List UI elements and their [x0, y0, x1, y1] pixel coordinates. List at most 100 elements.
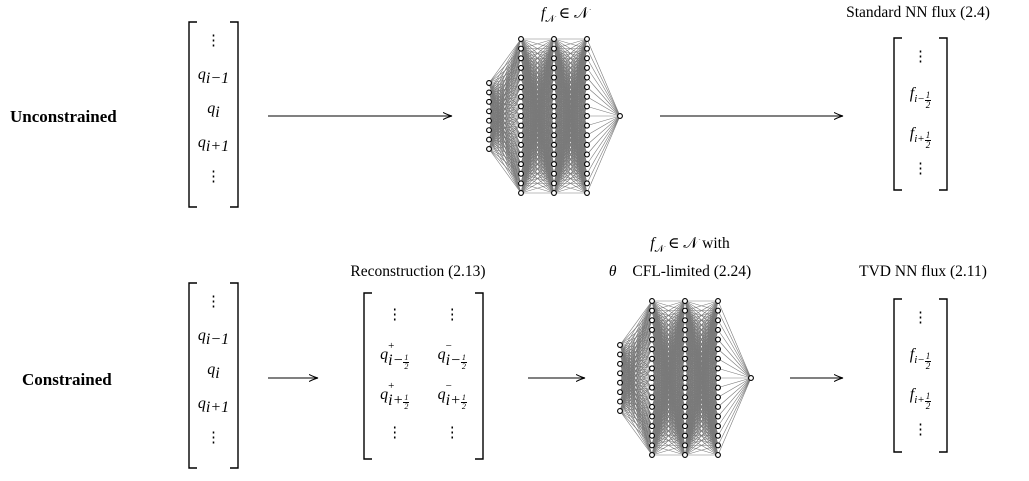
- hidden-node: [518, 161, 524, 168]
- hidden-node: [682, 375, 688, 381]
- hidden-node: [715, 365, 721, 372]
- entry-q-i-plus-1: qi+1: [197, 134, 230, 155]
- entry-q-i-minus-1: qi−1: [197, 327, 230, 348]
- vdots: ⋮: [387, 307, 403, 323]
- neural-network-constrained: [617, 298, 754, 458]
- hidden-node: [518, 64, 524, 71]
- hidden-node: [649, 442, 655, 449]
- input-node: [617, 360, 623, 367]
- hidden-node: [584, 161, 590, 168]
- entry-q-i: qi: [207, 100, 220, 121]
- hidden-node: [649, 317, 655, 324]
- hidden-node: [649, 413, 655, 420]
- hidden-node: [518, 74, 524, 81]
- input-node: [617, 398, 623, 405]
- hidden-node: [518, 84, 524, 91]
- hidden-node: [715, 442, 721, 449]
- vdots: ⋮: [206, 430, 221, 446]
- hidden-node: [715, 326, 721, 333]
- vdots: ⋮: [913, 49, 928, 65]
- hidden-node: [518, 113, 524, 119]
- output-caption-constrained: TVD NN flux (2.11): [859, 263, 987, 280]
- vdots: ⋮: [206, 33, 221, 49]
- network-edges: [619, 300, 752, 456]
- hidden-node: [518, 141, 524, 148]
- hidden-node: [551, 93, 557, 100]
- input-vector-unconstrained-brackets: [188, 21, 239, 208]
- input-node: [486, 108, 492, 115]
- hidden-node: [715, 452, 721, 458]
- hidden-node: [518, 93, 524, 100]
- hidden-node: [715, 423, 721, 430]
- hidden-node: [649, 365, 655, 372]
- hidden-node: [518, 190, 524, 196]
- hidden-node: [584, 170, 590, 177]
- hidden-node: [518, 180, 524, 187]
- hidden-node: [551, 141, 557, 148]
- neural-network-unconstrained: [486, 36, 623, 196]
- input-node: [617, 389, 623, 396]
- vdots: ⋮: [913, 310, 928, 326]
- hidden-node: [518, 122, 524, 129]
- hidden-node: [682, 307, 688, 314]
- matrix-row-vdots: ⋮⋮: [366, 295, 481, 335]
- hidden-node: [518, 45, 524, 52]
- hidden-node: [518, 151, 524, 158]
- hidden-node: [551, 64, 557, 71]
- vdots: ⋮: [206, 169, 221, 185]
- vdots: ⋮: [444, 425, 460, 441]
- hidden-node: [715, 375, 721, 381]
- input-node: [486, 117, 492, 124]
- hidden-node: [682, 432, 688, 439]
- input-node: [617, 342, 623, 348]
- hidden-node: [715, 346, 721, 353]
- arrows: [268, 116, 843, 378]
- hidden-node: [584, 141, 590, 148]
- vdots: ⋮: [913, 161, 928, 177]
- network-caption-constrained-line1: f𝒩 ∈ 𝒩 with: [650, 235, 730, 256]
- hidden-node: [715, 432, 721, 439]
- reconstruction-caption: Reconstruction (2.13): [350, 263, 486, 280]
- row-label-unconstrained: Unconstrained: [10, 107, 117, 126]
- input-node: [486, 89, 492, 96]
- hidden-node: [584, 55, 590, 62]
- hidden-node: [649, 403, 655, 410]
- hidden-node: [584, 103, 590, 110]
- hidden-node: [682, 394, 688, 401]
- hidden-node: [584, 74, 590, 81]
- hidden-node: [551, 103, 557, 110]
- input-node: [486, 146, 492, 152]
- vdots: ⋮: [206, 294, 221, 310]
- hidden-node: [551, 45, 557, 52]
- hidden-node: [715, 336, 721, 343]
- input-node: [486, 98, 492, 105]
- hidden-node: [649, 307, 655, 314]
- entry-q-i: qi: [207, 361, 220, 382]
- hidden-node: [682, 442, 688, 449]
- input-node: [617, 370, 623, 377]
- hidden-node: [682, 326, 688, 333]
- hidden-node: [649, 355, 655, 362]
- hidden-node: [584, 64, 590, 71]
- hidden-node: [584, 122, 590, 129]
- hidden-node: [551, 84, 557, 91]
- hidden-node: [649, 394, 655, 401]
- hidden-node: [551, 132, 557, 139]
- hidden-node: [682, 403, 688, 410]
- reconstruction-matrix-brackets: [363, 292, 484, 460]
- hidden-node: [682, 365, 688, 372]
- hidden-node: [584, 190, 590, 196]
- hidden-node: [584, 84, 590, 91]
- hidden-node: [551, 36, 557, 42]
- input-node: [486, 80, 492, 86]
- hidden-node: [715, 307, 721, 314]
- hidden-node: [518, 103, 524, 110]
- hidden-node: [518, 170, 524, 177]
